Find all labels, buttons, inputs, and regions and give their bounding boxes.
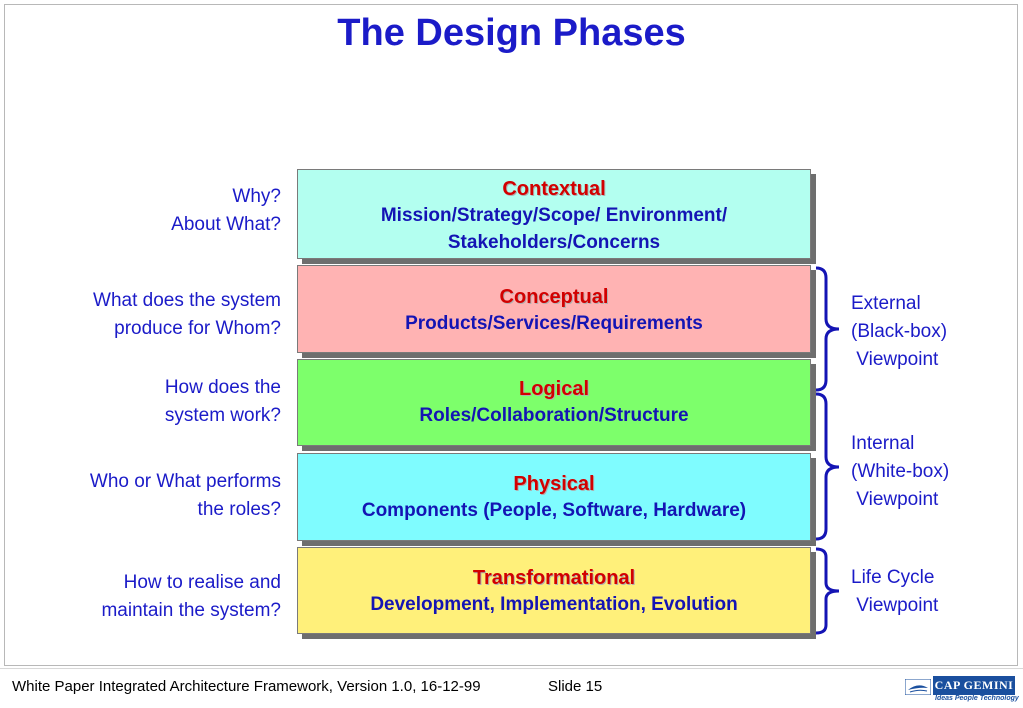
layer-name: Transformational — [472, 567, 636, 589]
viewpoint-external: External (Black-box) Viewpoint — [851, 293, 948, 370]
footer-text: White Paper Integrated Architecture Fram… — [12, 678, 481, 695]
layer-name: Physical — [513, 473, 595, 495]
viewpoint-internal: Internal (White-box) Viewpoint — [851, 433, 950, 510]
layer-description: Development, Implementation, Evolution — [370, 594, 738, 615]
layer-transformational: Transformational Development, Implementa… — [297, 547, 811, 634]
layer-name: Logical — [518, 378, 589, 400]
brace-lifecycle-icon — [815, 547, 840, 635]
slide-frame — [4, 4, 1018, 666]
brace-internal-icon — [815, 392, 840, 541]
slide-title: The Design Phases — [337, 12, 686, 54]
layer-contextual: Contextual Mission/Strategy/Scope/ Envir… — [297, 169, 811, 259]
layer-name: Conceptual — [499, 286, 609, 308]
layer-description: Components (People, Software, Hardware) — [361, 500, 747, 521]
layer-physical: Physical Components (People, Software, H… — [297, 453, 811, 541]
layer-name: Contextual — [502, 178, 606, 200]
layer-conceptual: Conceptual Products/Services/Requirement… — [297, 265, 811, 353]
slide-number: Slide 15 — [548, 678, 603, 695]
brace-external-icon — [815, 266, 840, 392]
company-logo: CAP GEMINI Ideas People Technology — [905, 676, 1019, 704]
question-contextual: Why? About What? — [171, 186, 281, 235]
question-logical: How does the system work? — [164, 377, 281, 426]
logo-boat-icon — [905, 679, 931, 695]
layer-description: Products/Services/Requirements — [405, 313, 703, 334]
layer-description: Roles/Collaboration/Structure — [419, 405, 689, 426]
question-transformational: How to realise and maintain the system? — [101, 572, 281, 621]
layer-description: Mission/Strategy/Scope/ Environment/ Sta… — [380, 205, 728, 253]
question-physical: Who or What performs the roles? — [89, 471, 281, 520]
logo-wordmark: CAP GEMINI — [933, 676, 1015, 695]
question-conceptual: What does the system produce for Whom? — [93, 290, 281, 339]
layer-logical: Logical Roles/Collaboration/Structure — [297, 359, 811, 446]
logo-tagline: Ideas People Technology — [935, 695, 1019, 702]
footer-divider — [0, 668, 1023, 669]
viewpoint-lifecycle: Life Cycle Viewpoint — [851, 567, 939, 616]
